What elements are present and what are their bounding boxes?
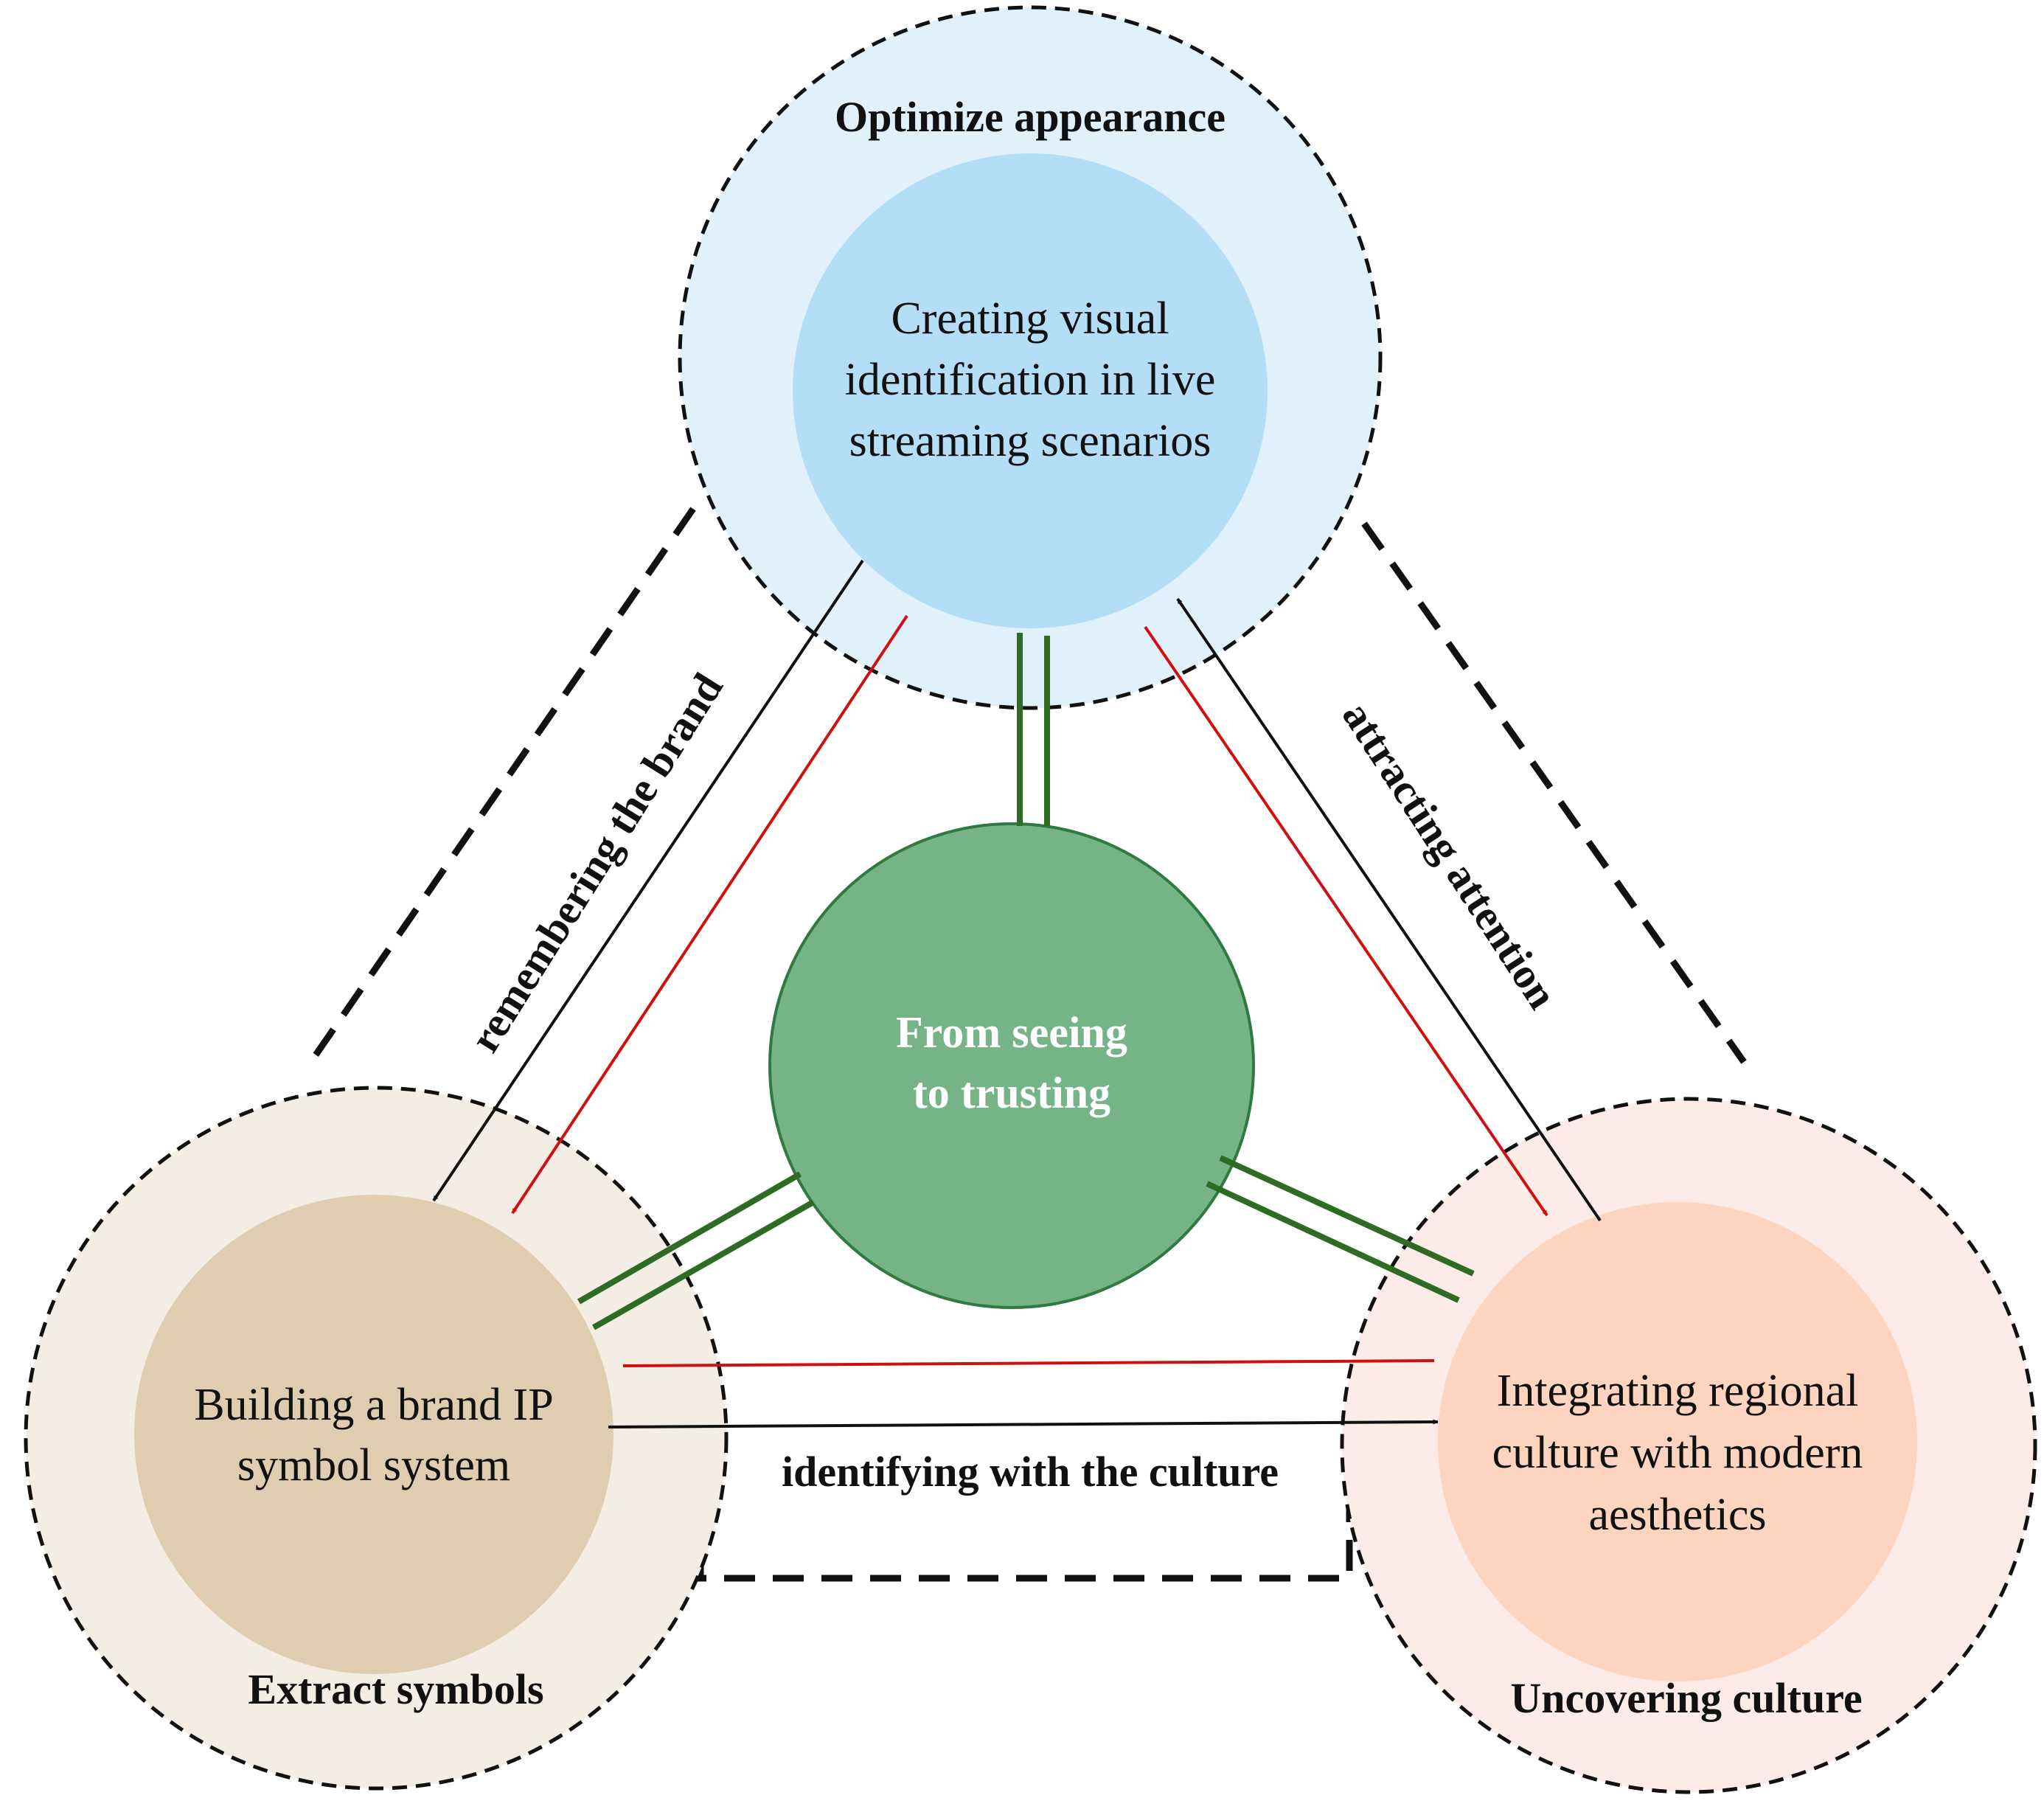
- left-inner-line-2: symbol system: [237, 1440, 510, 1490]
- top-inner-line-1: Creating visual: [891, 294, 1169, 344]
- center-text: From seeing to trusting: [896, 1008, 1127, 1117]
- edge-label-right: attracting attention: [1333, 693, 1567, 1017]
- top-inner-circle: [793, 153, 1268, 628]
- center-line-2: to trusting: [913, 1069, 1110, 1117]
- right-inner-text: Integrating regional culture with modern…: [1492, 1366, 1863, 1540]
- triangle-edge-bottom: [697, 1504, 1353, 1582]
- left-inner-line-1: Building a brand IP: [194, 1380, 553, 1430]
- right-inner-line-2: culture with modern: [1492, 1428, 1863, 1478]
- right-inner-line-3: aesthetics: [1588, 1490, 1766, 1540]
- green-arrow-left-to-center: [577, 1171, 802, 1305]
- edge-label-left: remembering the brand: [460, 665, 732, 1061]
- green-arrow-center-to-left: [592, 1199, 815, 1330]
- green-arrow-right-to-center: [1219, 1155, 1475, 1277]
- green-arrows: [577, 633, 1475, 1330]
- right-inner-line-1: Integrating regional: [1497, 1366, 1859, 1416]
- red-line-left-right: [622, 1359, 1435, 1367]
- top-inner-text: Creating visual identification in live s…: [845, 294, 1216, 466]
- left-inner-circle: [134, 1195, 613, 1674]
- right-outer-label: Uncovering culture: [1510, 1674, 1862, 1722]
- center-circle: [768, 822, 1255, 1309]
- center-line-1: From seeing: [896, 1008, 1127, 1057]
- arrow-left-to-right: [608, 1419, 1439, 1429]
- top-inner-line-2: identification in live: [845, 355, 1216, 405]
- red-arrow-top-to-right: [1144, 625, 1548, 1217]
- left-inner-text: Building a brand IP symbol system: [194, 1380, 553, 1490]
- top-inner-line-3: streaming scenarios: [849, 416, 1212, 466]
- black-arrows: [432, 559, 1602, 1429]
- arrow-right-to-top: [1176, 597, 1602, 1222]
- dashed-triangle: [310, 507, 1747, 1582]
- green-arrow-center-to-right: [1206, 1181, 1460, 1303]
- triangle-edge-left: [310, 507, 696, 1061]
- edge-label-bottom: identifying with the culture: [782, 1448, 1279, 1496]
- red-arrows: [511, 614, 1548, 1367]
- red-arrow-top-to-left: [511, 614, 908, 1215]
- triangle-edge-right: [1361, 521, 1747, 1064]
- right-inner-circle: [1438, 1202, 1917, 1681]
- arrow-top-to-left: [432, 559, 864, 1202]
- top-outer-label: Optimize appearance: [835, 93, 1226, 141]
- left-outer-label: Extract symbols: [248, 1665, 543, 1713]
